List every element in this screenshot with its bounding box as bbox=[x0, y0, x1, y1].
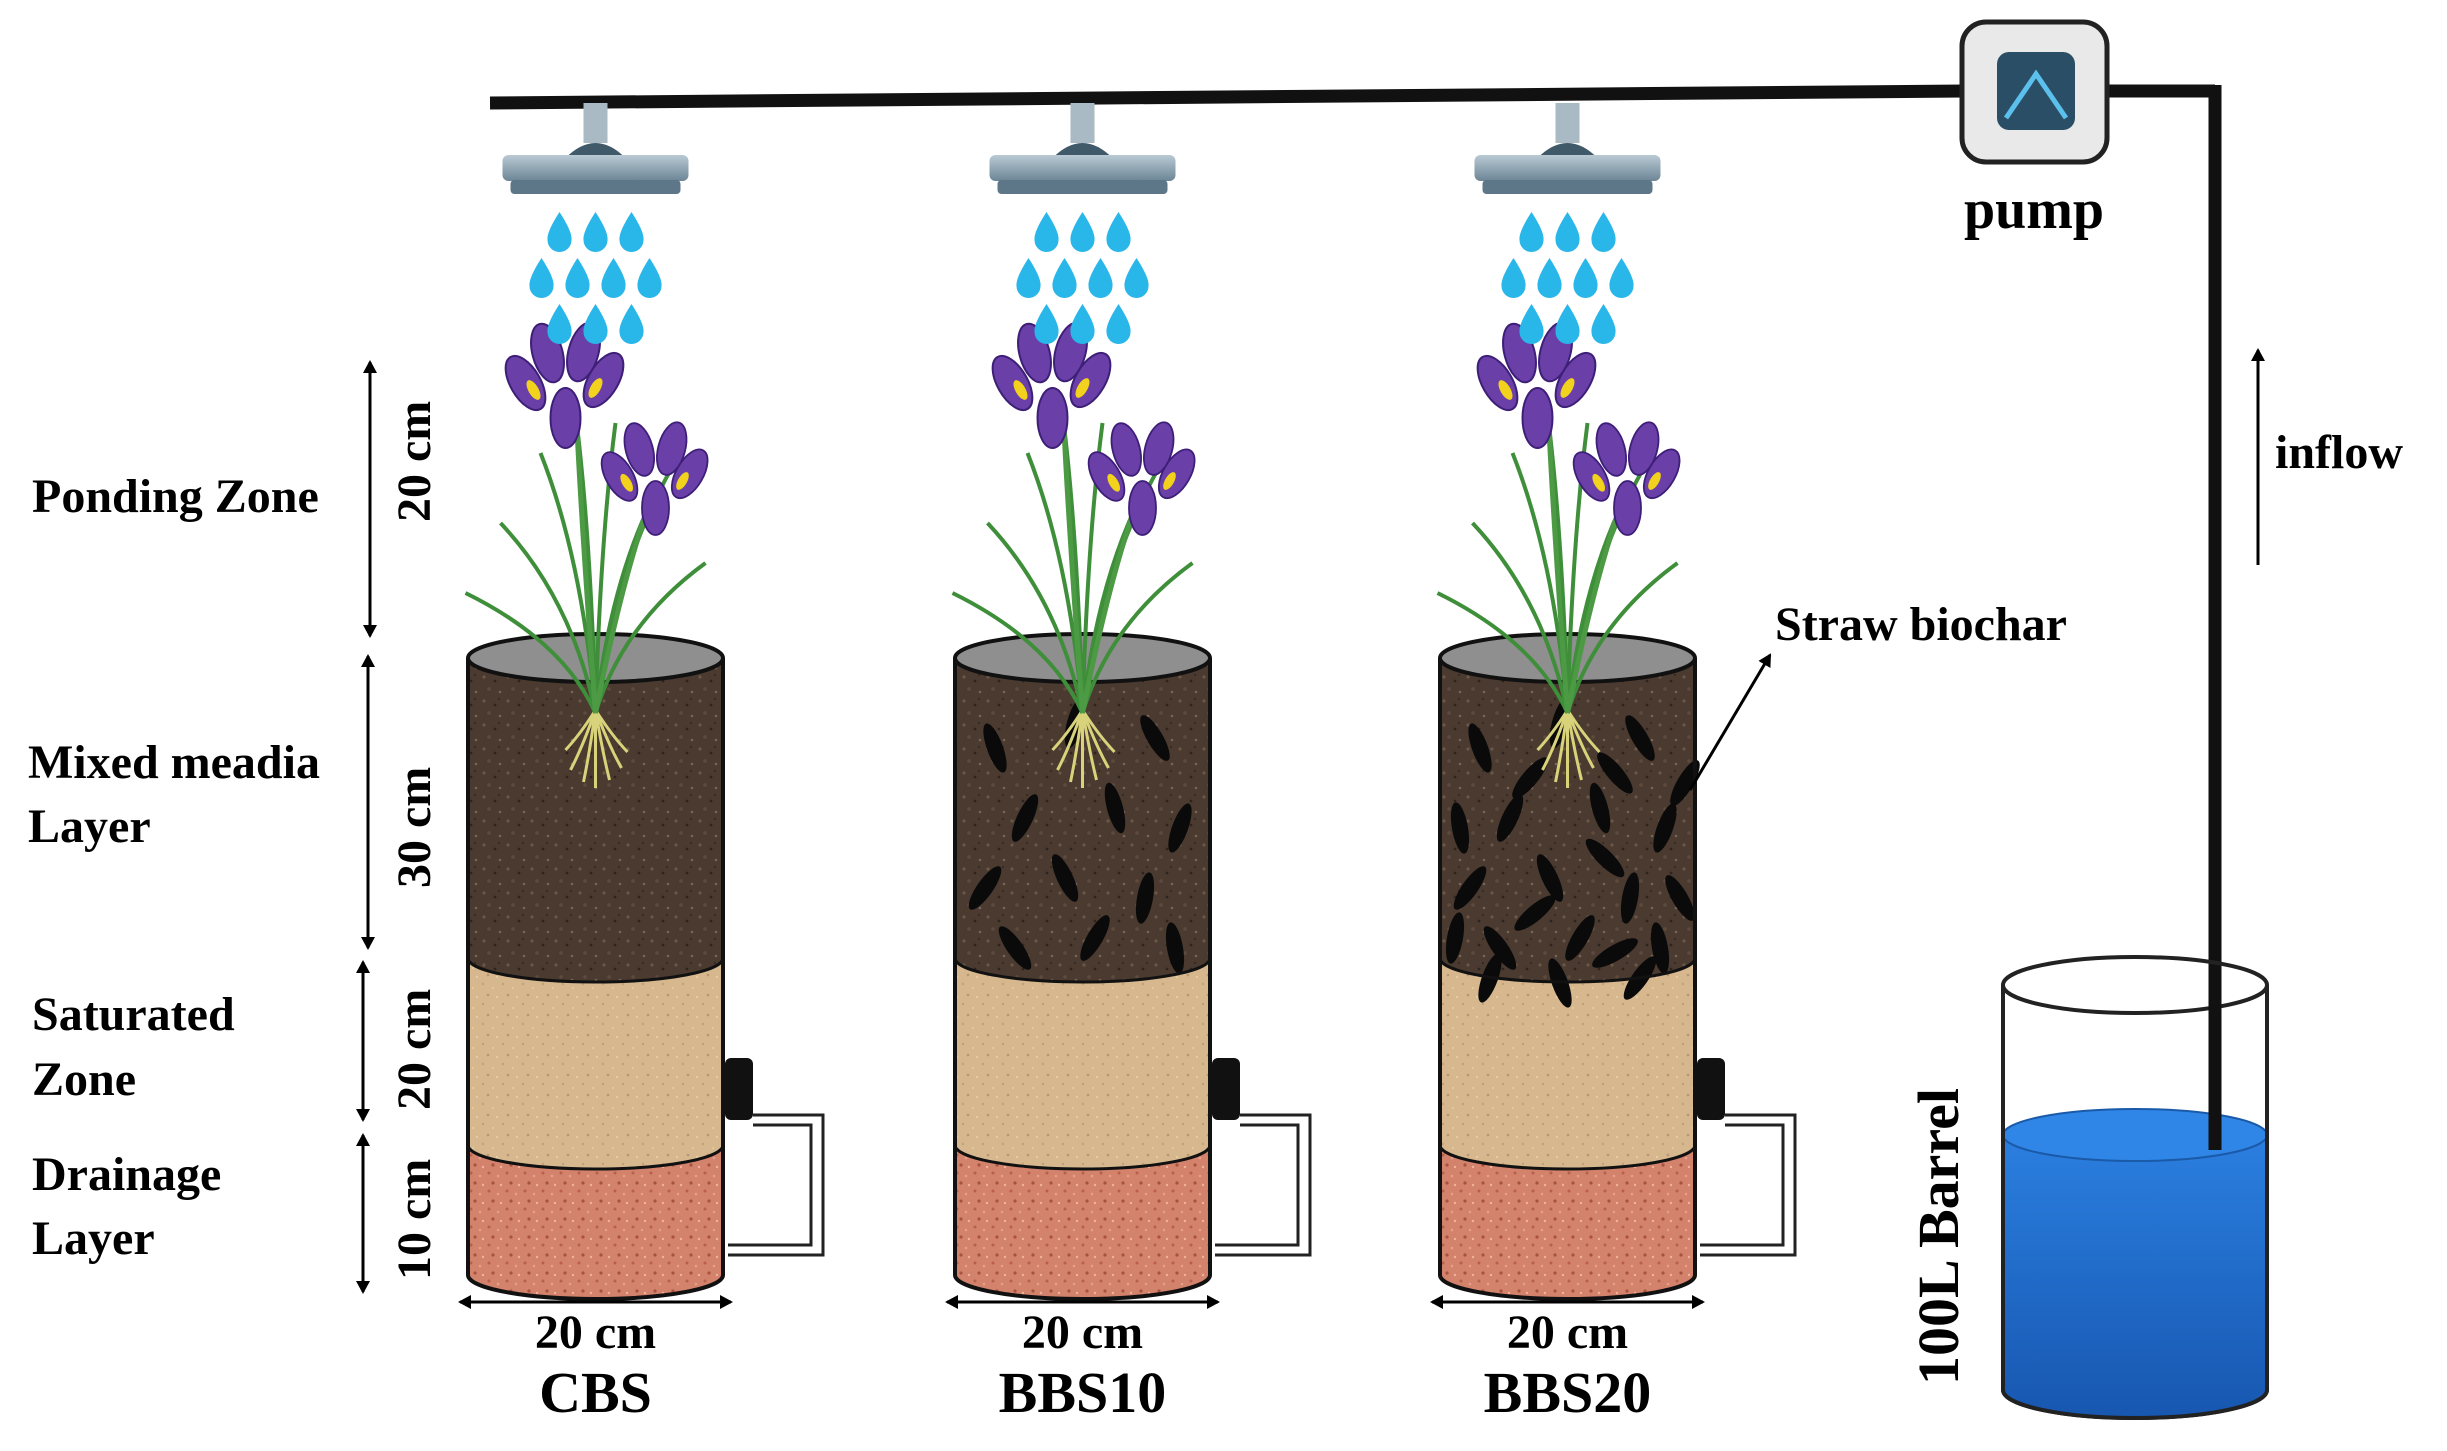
iris-flower-icon bbox=[600, 421, 709, 536]
water-pipe bbox=[489, 84, 2222, 1150]
column-name-label: BBS10 bbox=[999, 1360, 1167, 1425]
biochar-flake bbox=[1445, 912, 1465, 964]
biochar-flake bbox=[1483, 926, 1517, 970]
biochar-flake bbox=[1670, 760, 1700, 806]
biochar-flake bbox=[1565, 915, 1595, 961]
biochar-flake bbox=[1468, 723, 1492, 773]
sand-layer bbox=[468, 958, 724, 1169]
saturated-zone-label-1: Saturated bbox=[32, 988, 235, 1041]
showerhead-icon bbox=[989, 103, 1176, 194]
iris-flower-icon bbox=[1572, 421, 1681, 536]
biochar-flake bbox=[1450, 802, 1470, 854]
biochar-flake bbox=[1140, 715, 1170, 761]
root-icon bbox=[564, 709, 629, 788]
barrel-label: 100L Barrel bbox=[1906, 1088, 1971, 1385]
saturated-height-label: 20 cm bbox=[388, 989, 441, 1110]
drainage-layer-label-2: Layer bbox=[32, 1212, 155, 1265]
biochar-flake bbox=[1165, 922, 1185, 974]
sand-layer bbox=[1440, 958, 1695, 1169]
water-drops-icon bbox=[1016, 212, 1149, 344]
mixed-height-label: 30 cm bbox=[388, 767, 441, 888]
straw-biochar-pointer bbox=[1688, 653, 1772, 791]
ponding-zone-label: Ponding Zone bbox=[32, 470, 319, 523]
biochar-flake bbox=[1589, 782, 1611, 834]
sand-layer bbox=[955, 958, 1210, 1169]
mixed-media-label-1: Mixed meadia bbox=[28, 736, 320, 789]
iris-flower-icon bbox=[1087, 421, 1196, 536]
inflow-label: inflow bbox=[2275, 426, 2403, 479]
ponding-height-label: 20 cm bbox=[388, 401, 441, 522]
drainage-layer-label-1: Drainage bbox=[32, 1148, 221, 1201]
biochar-flake bbox=[1104, 782, 1126, 834]
saturated-zone-label-2: Zone bbox=[32, 1053, 136, 1106]
biochar-flake bbox=[1625, 715, 1655, 761]
pump-label: pump bbox=[1964, 179, 2104, 241]
outlet-pipe bbox=[725, 1058, 825, 1257]
gravel-layer bbox=[955, 1145, 1210, 1299]
showerhead-icon bbox=[1474, 103, 1661, 194]
biochar-flake bbox=[1011, 794, 1039, 842]
biochar-flake bbox=[1592, 938, 1638, 968]
gravel-layer bbox=[468, 1145, 724, 1299]
biochar-flake bbox=[1080, 915, 1110, 961]
biochar-flake bbox=[983, 723, 1007, 773]
biochar-flake bbox=[1135, 872, 1155, 924]
biochar-flake bbox=[968, 866, 1002, 910]
biochar-flake bbox=[1536, 854, 1564, 902]
iris-flower-icon bbox=[1476, 321, 1597, 449]
root-icon bbox=[1536, 709, 1601, 788]
gravel-layer bbox=[1440, 1145, 1695, 1299]
outlet-pipe bbox=[1212, 1058, 1312, 1257]
showerhead-icon bbox=[502, 103, 689, 194]
water-drops-icon bbox=[1501, 212, 1634, 344]
column-width-label: 20 cm bbox=[1507, 1306, 1628, 1359]
biochar-flake bbox=[1597, 752, 1633, 794]
height-dimensions bbox=[356, 360, 377, 1294]
pump-icon bbox=[1959, 19, 2110, 165]
biochar-flake bbox=[998, 926, 1032, 970]
biochar-flake bbox=[1453, 866, 1487, 910]
biochar-flake bbox=[1168, 803, 1192, 853]
biochar-flake bbox=[1514, 895, 1556, 931]
water-drops-icon bbox=[529, 212, 662, 344]
drainage-height-label: 10 cm bbox=[388, 1159, 441, 1280]
biochar-flake bbox=[1496, 794, 1524, 842]
barrel bbox=[2001, 955, 2269, 1420]
root-icon bbox=[1051, 709, 1116, 788]
soil-layer bbox=[468, 658, 724, 982]
iris-plant-icon bbox=[1436, 321, 1681, 714]
biochar-flake bbox=[1051, 854, 1079, 902]
column-name-label: BBS20 bbox=[1484, 1360, 1652, 1425]
column-name-label: CBS bbox=[539, 1360, 652, 1425]
straw-biochar-label: Straw biochar bbox=[1775, 598, 2067, 651]
biochar-flake bbox=[1665, 875, 1695, 921]
column-width-label: 20 cm bbox=[535, 1306, 656, 1359]
biochar-flake bbox=[1653, 803, 1677, 853]
iris-plant-icon bbox=[951, 321, 1196, 714]
biochar-flake bbox=[1620, 872, 1640, 924]
column-width-label: 20 cm bbox=[1022, 1306, 1143, 1359]
biochar-flake bbox=[1512, 757, 1548, 799]
biochar-flake bbox=[1585, 838, 1625, 878]
outlet-pipe bbox=[1697, 1058, 1797, 1257]
mixed-media-label-2: Layer bbox=[28, 800, 151, 853]
